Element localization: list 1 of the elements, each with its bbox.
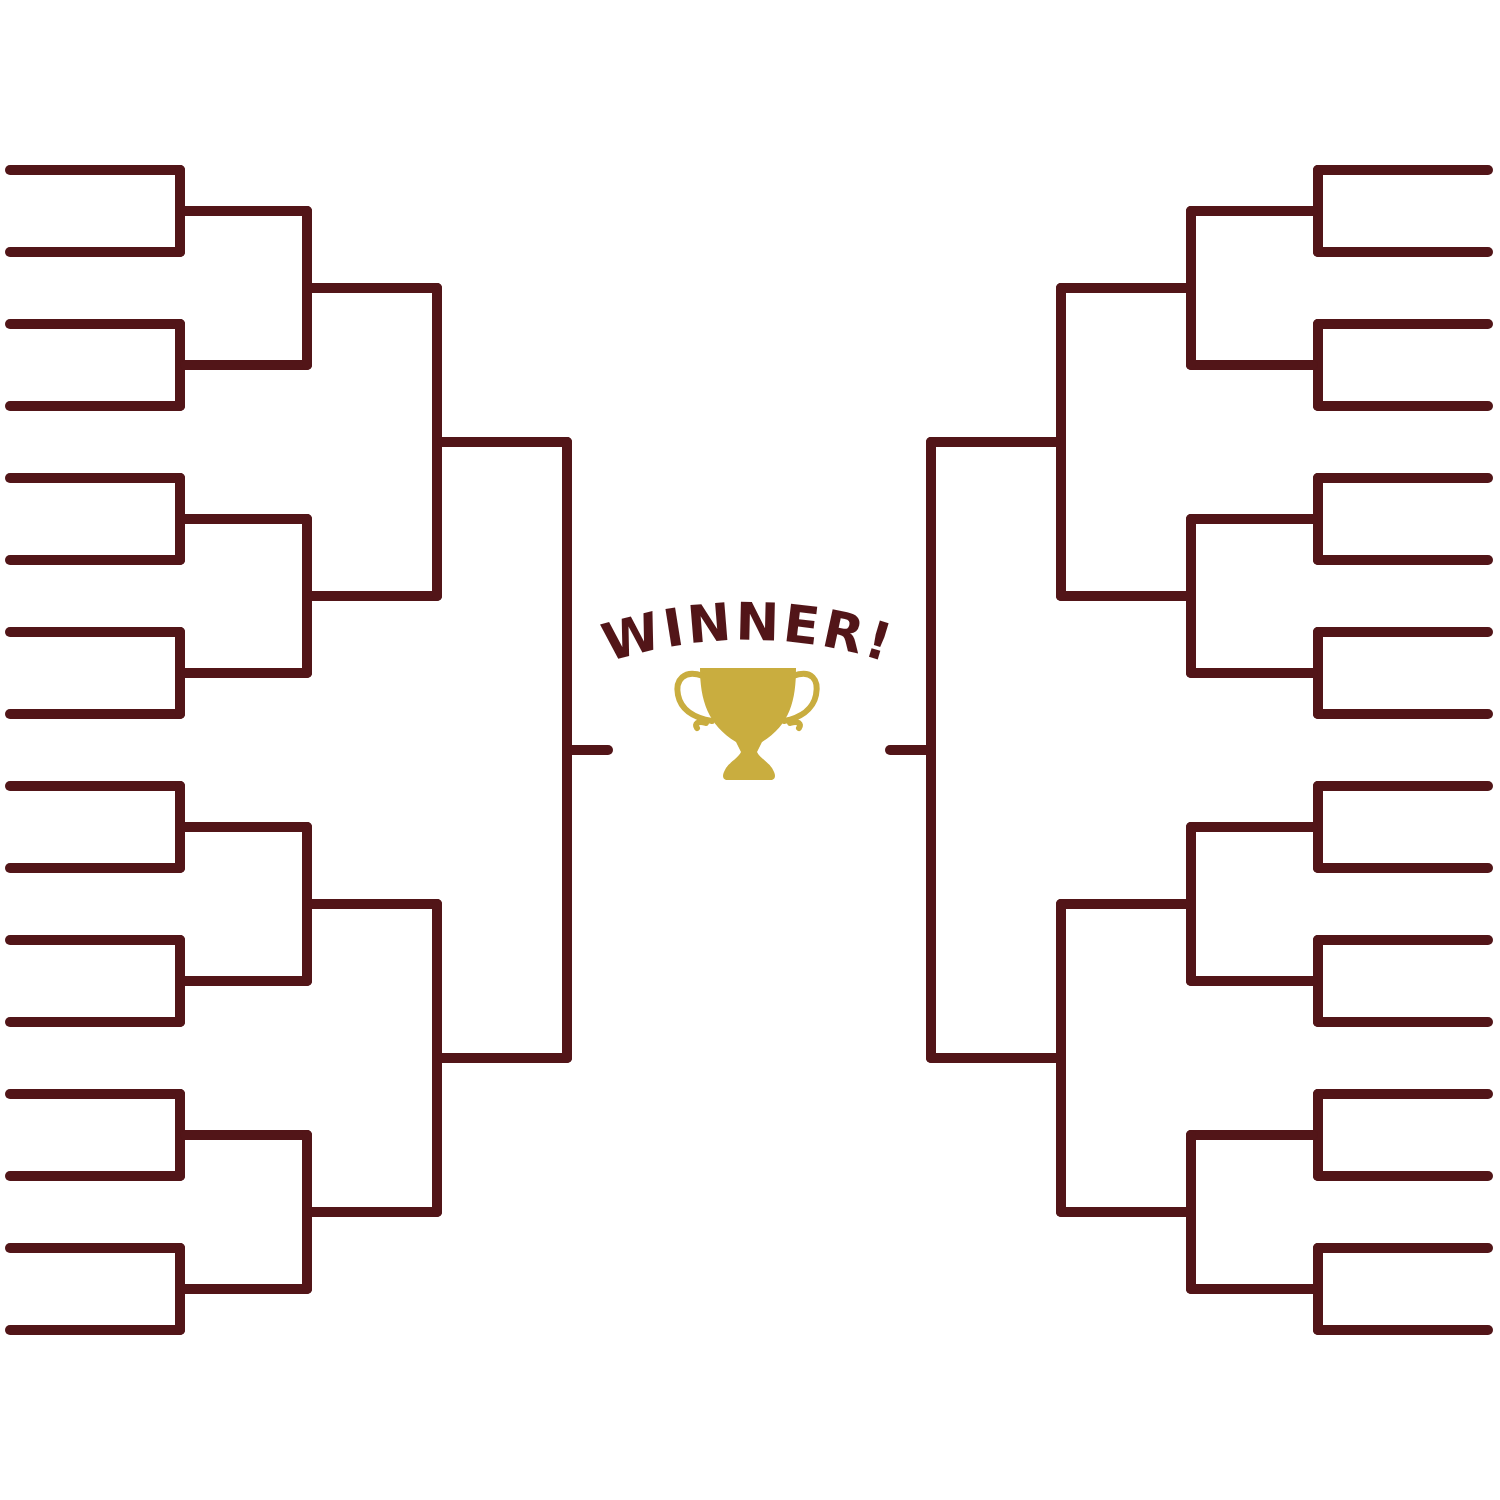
winner-heading: WINNER! [596, 591, 902, 674]
